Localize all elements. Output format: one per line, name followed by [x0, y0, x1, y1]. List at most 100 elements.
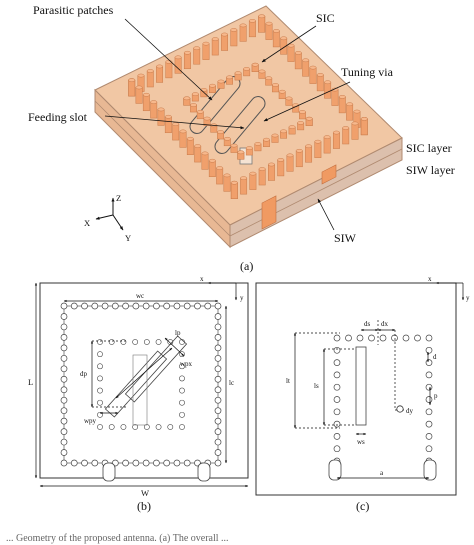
- dim-lp: lp: [175, 329, 181, 337]
- via-cylinder-1: [258, 14, 266, 33]
- via-b-64: [97, 351, 103, 358]
- via-cylinder-89: [216, 166, 224, 185]
- via-b-15: [132, 459, 140, 467]
- via-cylinder-41: [183, 96, 191, 106]
- via-cylinder-90: [258, 167, 266, 186]
- via-b-19: [153, 459, 160, 467]
- via-b-10: [111, 302, 119, 310]
- via-c-5: [333, 396, 341, 403]
- via-c-27: [402, 334, 410, 342]
- via-cylinder-48: [150, 100, 158, 119]
- via-cylinder-78: [314, 139, 322, 158]
- via-b-39: [214, 344, 222, 352]
- via-b-38: [60, 344, 68, 352]
- via-b-37: [214, 334, 222, 341]
- axis-y-label: Y: [125, 233, 131, 243]
- via-b-42: [60, 365, 68, 373]
- via-cylinder-85: [286, 153, 294, 172]
- via-b-79: [155, 424, 162, 430]
- via-b-70: [132, 339, 139, 345]
- via-b-12: [122, 302, 129, 310]
- sic-cavity-outline-b: [63, 305, 219, 464]
- via-cylinder-43: [331, 87, 339, 106]
- via-cylinder-10: [202, 41, 210, 60]
- via-b-67: [120, 424, 127, 430]
- via-cylinder-57: [297, 121, 305, 131]
- via-cylinder-77: [245, 146, 253, 156]
- via-c-0: [333, 334, 341, 342]
- via-b-52: [60, 417, 68, 425]
- feeding-slot-c: [355, 346, 367, 426]
- via-b-83: [167, 424, 174, 430]
- dim-y-c: y: [466, 294, 470, 302]
- via-cylinder-82: [305, 144, 313, 163]
- via-cylinder-38: [191, 92, 199, 102]
- via-b-0: [60, 302, 68, 310]
- dim-a: a: [380, 469, 384, 477]
- axis-x-label: X: [84, 218, 90, 228]
- via-c-13: [425, 359, 433, 366]
- feed-port-c-2: [423, 459, 437, 481]
- via-cylinder-59: [164, 114, 172, 134]
- via-cylinder-18: [243, 67, 251, 77]
- label-feeding-slot: Feeding slot: [28, 110, 88, 124]
- panel-a-annotations: Parasitic patches SIC Tuning via Feeding…: [28, 3, 455, 245]
- via-cylinder-88: [268, 162, 275, 181]
- layer-separator-right: [229, 148, 403, 237]
- via-cylinder-6: [272, 29, 280, 48]
- via-cylinder-65: [351, 121, 359, 140]
- via-b-30: [214, 302, 222, 310]
- via-cylinder-81: [194, 144, 202, 163]
- via-cylinder-26: [265, 76, 273, 86]
- via-b-24: [183, 302, 191, 310]
- via-b-18: [153, 302, 160, 310]
- via-b-28: [204, 302, 212, 310]
- via-cylinder-19: [302, 58, 310, 77]
- dim-dx: dx: [381, 320, 389, 328]
- via-cylinder-29: [316, 73, 324, 92]
- via-b-56: [60, 438, 68, 446]
- via-cylinder-68: [342, 126, 350, 145]
- dimensions-c: [293, 281, 465, 480]
- dim-wpx: wpx: [180, 360, 193, 368]
- via-b-14: [132, 302, 140, 310]
- via-b-26: [194, 302, 201, 310]
- via-b-36: [60, 334, 68, 341]
- dim-x-b: x: [200, 275, 204, 283]
- via-b-69: [179, 363, 185, 370]
- via-b-85: [179, 411, 185, 418]
- via-cylinder-5: [230, 28, 238, 47]
- via-cylinder-37: [278, 89, 286, 99]
- axis-z-label: Z: [116, 193, 121, 203]
- via-b-58: [60, 449, 68, 456]
- via-c-1: [333, 346, 341, 354]
- via-c-11: [425, 334, 433, 342]
- via-b-1: [60, 459, 68, 467]
- via-b-40: [60, 354, 68, 362]
- caption-c: (c): [356, 499, 369, 513]
- dim-L: L: [28, 377, 33, 387]
- via-cylinder-75: [323, 135, 331, 154]
- via-cylinder-11: [287, 43, 295, 62]
- via-b-68: [97, 363, 103, 370]
- via-cylinder-50: [299, 110, 306, 120]
- via-cylinder-87: [208, 158, 216, 177]
- via-cylinder-51: [346, 102, 354, 121]
- via-b-54: [60, 428, 68, 435]
- via-b-32: [60, 313, 68, 320]
- via-b-25: [183, 459, 191, 467]
- via-b-81: [179, 399, 185, 406]
- via-b-51: [214, 407, 222, 415]
- via-cylinder-84: [201, 151, 209, 170]
- via-b-45: [214, 375, 222, 383]
- via-cylinder-42: [285, 96, 293, 106]
- via-b-55: [214, 428, 222, 435]
- via-b-6: [91, 302, 99, 310]
- via-cylinder-52: [157, 107, 165, 126]
- via-cylinder-74: [230, 143, 238, 153]
- via-c-8: [333, 433, 341, 440]
- via-b-66: [120, 339, 127, 345]
- via-cylinder-36: [324, 80, 332, 99]
- via-b-4: [81, 302, 88, 310]
- via-b-35: [214, 323, 222, 331]
